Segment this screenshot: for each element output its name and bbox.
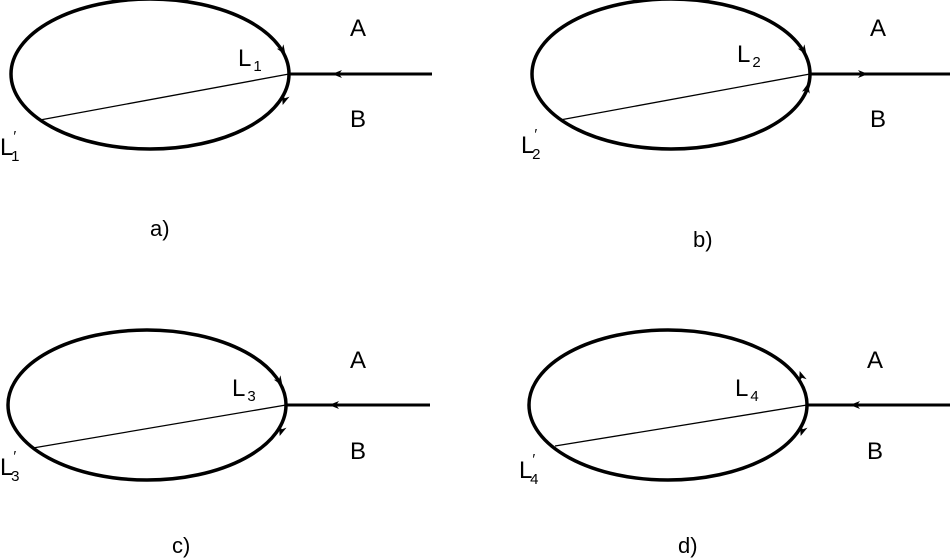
chord-line	[39, 73, 290, 121]
panel-caption: c)	[172, 533, 190, 558]
chord-line	[559, 73, 811, 121]
orbit-label-bottom: L′2	[521, 126, 541, 163]
orbit-label-bottom: L′1	[0, 128, 20, 165]
region-a-label: A	[870, 15, 886, 42]
closed-orbit-loop	[530, 0, 812, 151]
chord-line	[32, 404, 287, 449]
region-a-label: A	[350, 347, 366, 374]
closed-orbit-loop	[6, 328, 288, 482]
orbit-label-bottom: L′3	[0, 448, 20, 485]
region-b-label: B	[870, 106, 886, 133]
panel-caption: d)	[678, 533, 698, 558]
panel-caption: a)	[150, 216, 170, 241]
closed-orbit-loop	[9, 0, 291, 151]
chord-line	[554, 404, 808, 447]
region-b-label: B	[867, 438, 883, 465]
region-a-label: A	[350, 15, 366, 42]
panel-caption: b)	[693, 227, 713, 252]
orbit-label-bottom: L′4	[519, 451, 539, 488]
closed-orbit-loop	[527, 328, 809, 482]
region-a-label: A	[867, 347, 883, 374]
region-b-label: B	[350, 106, 366, 133]
region-b-label: B	[350, 438, 366, 465]
